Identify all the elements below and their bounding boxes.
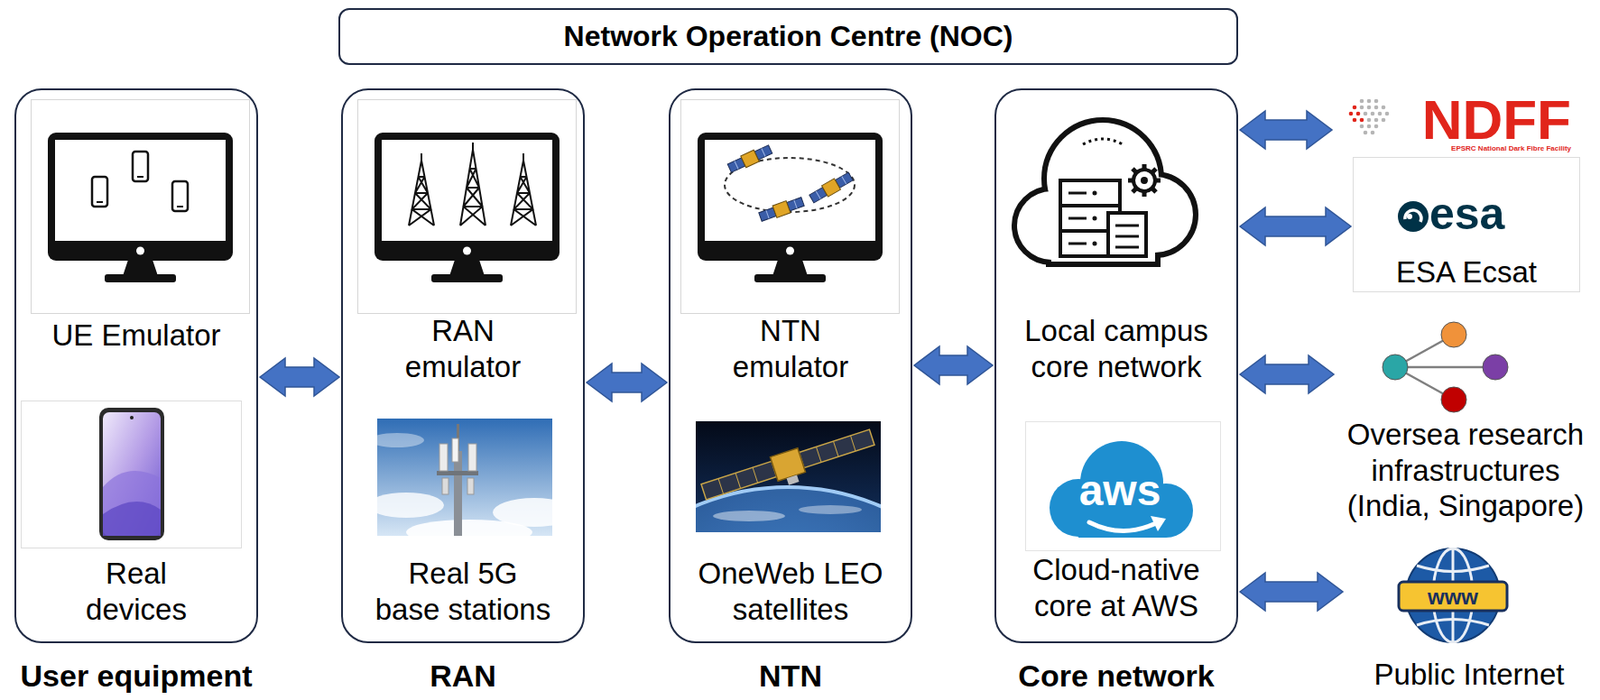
component-label: Public Internet	[1344, 656, 1594, 694]
layer-heading: Core network	[1017, 657, 1214, 695]
logo-text: NDFF	[1422, 92, 1572, 148]
layer-heading: RAN	[429, 657, 497, 695]
logo-text: EPSRC National Dark Fibre Facility	[1451, 144, 1572, 154]
component-box: RAN emulator	[348, 95, 578, 389]
external-infrastructure: NDFFEPSRC National Dark Fibre Facility	[1333, 90, 1591, 156]
double-arrow	[1239, 355, 1334, 394]
component-label: Cloud-native core at AWS	[1008, 552, 1225, 624]
globe-icon	[1398, 548, 1508, 643]
component-label: Real 5G base stations	[372, 555, 554, 628]
layer-column: RAN emulatorReal 5G base stationsRAN	[341, 88, 585, 644]
network-graph-icon	[1382, 322, 1508, 413]
layer-column: Local campus core networkCloud-native co…	[994, 88, 1239, 644]
noc-banner: Network Operation Centre (NOC)	[338, 8, 1239, 65]
external-infrastructure: Public Internet	[1344, 541, 1594, 697]
component-label: UE Emulator	[23, 317, 250, 354]
double-arrow	[1239, 573, 1343, 611]
component-box: Local campus core network	[1001, 95, 1231, 389]
layer-column: UE EmulatorReal devicesUser equipment	[14, 88, 259, 644]
ntn-emulator-icon	[681, 100, 900, 315]
component-label: Real devices	[68, 555, 204, 628]
smartphone-photo	[21, 401, 242, 549]
ue-emulator-icon	[31, 100, 250, 315]
external-infrastructure: Oversea research infrastructures (India,…	[1335, 315, 1596, 533]
component-label: NTN emulator	[704, 313, 877, 385]
double-arrow	[1239, 207, 1351, 246]
layer-heading: NTN	[758, 657, 823, 695]
component-box: Real devices	[21, 397, 251, 632]
ran-emulator-icon	[358, 100, 577, 315]
component-label: Oversea research infrastructures (India,…	[1337, 416, 1594, 525]
double-arrow	[586, 363, 667, 402]
satellite-photo	[695, 421, 881, 533]
double-arrow	[259, 358, 340, 397]
logo-text: esa	[1429, 191, 1505, 237]
component-box: Real 5G base stations	[348, 397, 578, 632]
component-box: UE Emulator	[21, 95, 251, 358]
cloud-server-icon	[1017, 122, 1194, 262]
aws-logo	[1026, 422, 1221, 552]
layer-heading: User equipment	[20, 657, 253, 695]
component-box: Cloud-native core at AWS	[1001, 397, 1231, 632]
double-arrow	[1239, 110, 1332, 149]
component-label: RAN emulator	[372, 313, 554, 385]
base-station-photo	[377, 418, 553, 537]
logo-text: www	[1427, 586, 1479, 609]
component-box: NTN emulator	[675, 95, 906, 389]
layer-column: NTN emulatorOneWeb LEO satellitesNTN	[668, 88, 913, 644]
esa-mark	[1397, 201, 1429, 232]
logo-text: ESA Ecsat	[1353, 254, 1580, 291]
ndff-mark	[1349, 99, 1390, 136]
component-label: OneWeb LEO satellites	[693, 555, 888, 628]
external-infrastructure: esaESA Ecsat	[1352, 157, 1581, 293]
double-arrow	[914, 346, 993, 385]
component-label: Local campus core network	[1008, 313, 1225, 385]
noc-title: Network Operation Centre (NOC)	[564, 19, 1014, 54]
component-box: OneWeb LEO satellites	[675, 397, 906, 632]
logo-text: aws	[1079, 469, 1162, 513]
